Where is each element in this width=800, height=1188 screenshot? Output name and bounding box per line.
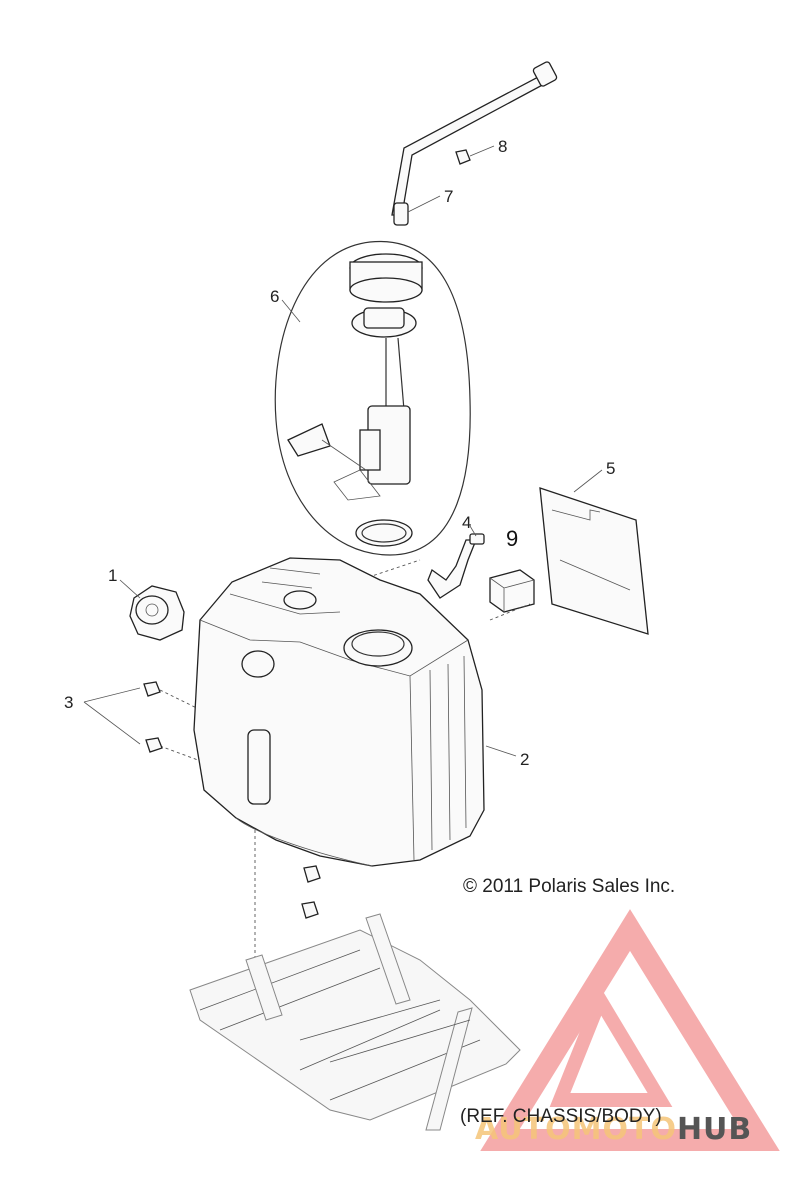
watermark-hub: HUB [676,1112,753,1147]
callout-leaders [83,145,603,757]
callout-4: 4 [462,513,471,532]
vent-hose [427,533,485,599]
callout-5: 5 [606,459,615,478]
callout-1: 1 [108,566,117,585]
chassis-reference-label: (REF. CHASSIS/BODY) [460,1106,662,1127]
automotohub-logo [480,909,780,1151]
mounting-bolts [143,681,321,919]
callout-9: 9 [506,526,518,551]
fuel-line [391,61,558,226]
callout-8: 8 [498,137,507,156]
callout-7: 7 [444,187,453,206]
callout-3: 3 [64,693,73,712]
logo-triangle-outer [480,909,780,1151]
logo-triangle-inner [549,984,673,1107]
chassis-frame [189,913,521,1131]
callout-2: 2 [520,750,529,769]
callout-6: 6 [270,287,279,306]
fuel-pump-assembly [274,240,471,556]
kit-box [489,569,535,613]
copyright-notice: © 2011 Polaris Sales Inc. [463,876,676,897]
fuel-tank [193,557,485,867]
hose-clamp [455,149,471,165]
fuel-cap [129,585,185,641]
decal-sheet [539,487,649,635]
watermark-text: AUTOMOTOHUB [475,1112,752,1147]
watermark-auto: AUTOMOTO [475,1112,677,1147]
